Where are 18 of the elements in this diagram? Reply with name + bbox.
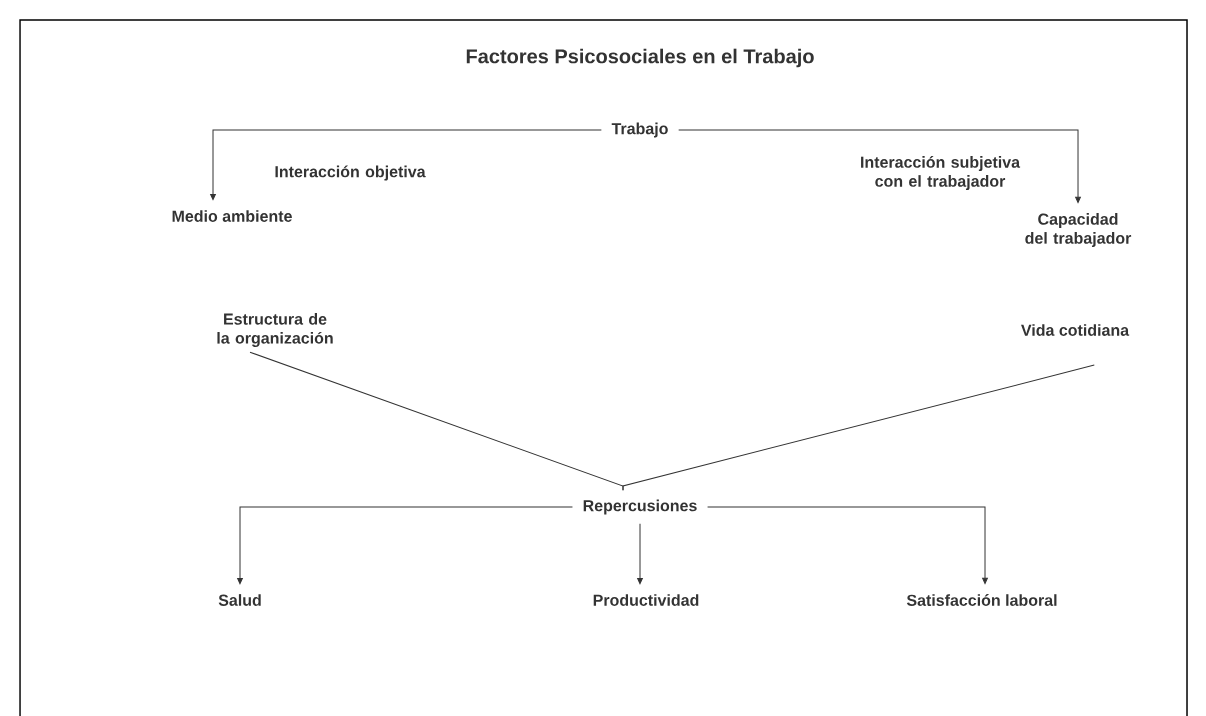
- arrow: [210, 129, 602, 201]
- edge-label: Interacción objetiva: [275, 165, 426, 181]
- connector-line: [622, 364, 1095, 491]
- arrow: [637, 523, 643, 585]
- arrow: [707, 506, 988, 585]
- arrow: [237, 506, 573, 585]
- node-label: Capacidad del trabajador: [1025, 213, 1132, 247]
- node-label: Satisfacción laboral: [906, 594, 1057, 606]
- node-label: Productividad: [593, 594, 699, 606]
- node-label: Vida cotidiana: [1021, 324, 1130, 336]
- node-label: Medio ambiente: [172, 210, 292, 222]
- arrow: [678, 129, 1081, 204]
- edge-label: Interacción subjetiva con el trabajador: [861, 156, 1021, 191]
- node-label: Trabajo: [611, 122, 668, 138]
- title: Factores Psicosociales en el Trabajo: [466, 48, 814, 68]
- node-label: Repercusiones: [583, 499, 697, 515]
- node-label: Estructura de la organización: [217, 313, 333, 347]
- node-label: Salud: [218, 594, 261, 606]
